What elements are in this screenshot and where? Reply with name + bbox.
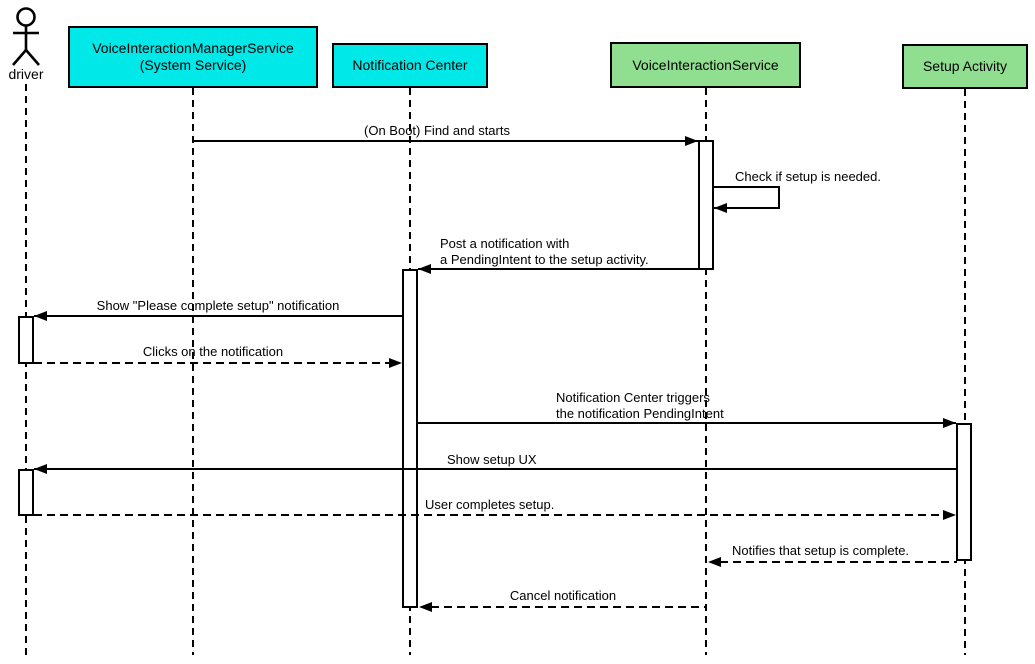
participant-voiceinteractionservice: VoiceInteractionService (610, 42, 801, 88)
participant-label: Setup Activity (922, 58, 1008, 74)
message-4-line (34, 315, 402, 317)
actor-icon (12, 7, 40, 66)
message-5-arrowhead-icon (389, 358, 402, 368)
participant-voiceinteractionmanagerservice: VoiceInteractionManagerService (System S… (68, 26, 318, 88)
message-2-label: Check if setup is needed. (735, 169, 881, 184)
message-6-line (418, 422, 956, 424)
message-3-line (418, 268, 698, 270)
activation-driver-2 (18, 469, 34, 516)
lifeline-voiceinteractionservice (705, 88, 707, 655)
message-4-arrowhead-icon (34, 311, 47, 321)
message-8-arrowhead-icon (943, 510, 956, 520)
message-7-line (34, 468, 956, 470)
actor-driver-label: driver (8, 66, 44, 82)
message-9-label: Notifies that setup is complete. (732, 543, 910, 558)
message-4-label: Show "Please complete setup" notificatio… (96, 298, 340, 313)
message-5-label: Clicks on the notification (142, 344, 284, 359)
participant-label: VoiceInteractionService (632, 56, 779, 73)
message-9-arrowhead-icon (708, 557, 721, 567)
message-6-label: Notification Center triggers the notific… (556, 390, 724, 421)
message-1-line (193, 140, 698, 142)
message-2-line-return (714, 207, 780, 209)
message-9-line (720, 561, 957, 563)
message-1-arrowhead-icon (685, 136, 698, 146)
participant-setup-activity: Setup Activity (902, 44, 1028, 89)
activation-notification-center (402, 269, 418, 608)
message-2-line-out (714, 186, 780, 188)
message-8-label: User completes setup. (425, 497, 555, 512)
message-8-line (34, 514, 944, 516)
participant-label: VoiceInteractionManagerService (System S… (92, 40, 294, 73)
message-10-line (431, 606, 706, 608)
message-3-arrowhead-icon (418, 264, 431, 274)
message-2-line-down (778, 186, 780, 209)
message-10-label: Cancel notification (509, 588, 617, 603)
activation-voiceinteractionservice (698, 140, 714, 270)
message-7-label: Show setup UX (447, 452, 537, 467)
activation-setup-activity (956, 423, 972, 561)
lifeline-driver (25, 84, 27, 655)
message-7-arrowhead-icon (34, 464, 47, 474)
message-2-arrowhead-icon (714, 203, 727, 213)
message-5-line (34, 362, 390, 364)
participant-label: Notification Center (352, 57, 468, 73)
activation-driver-1 (18, 316, 34, 364)
message-3-label: Post a notification with a PendingIntent… (440, 236, 649, 267)
lifeline-setup-activity (964, 89, 966, 655)
lifeline-voiceinteractionmanagerservice (192, 88, 194, 655)
message-6-arrowhead-icon (943, 418, 956, 428)
message-10-arrowhead-icon (419, 602, 432, 612)
participant-notification-center: Notification Center (332, 43, 488, 88)
message-1-label: (On Boot) Find and starts (364, 123, 510, 138)
